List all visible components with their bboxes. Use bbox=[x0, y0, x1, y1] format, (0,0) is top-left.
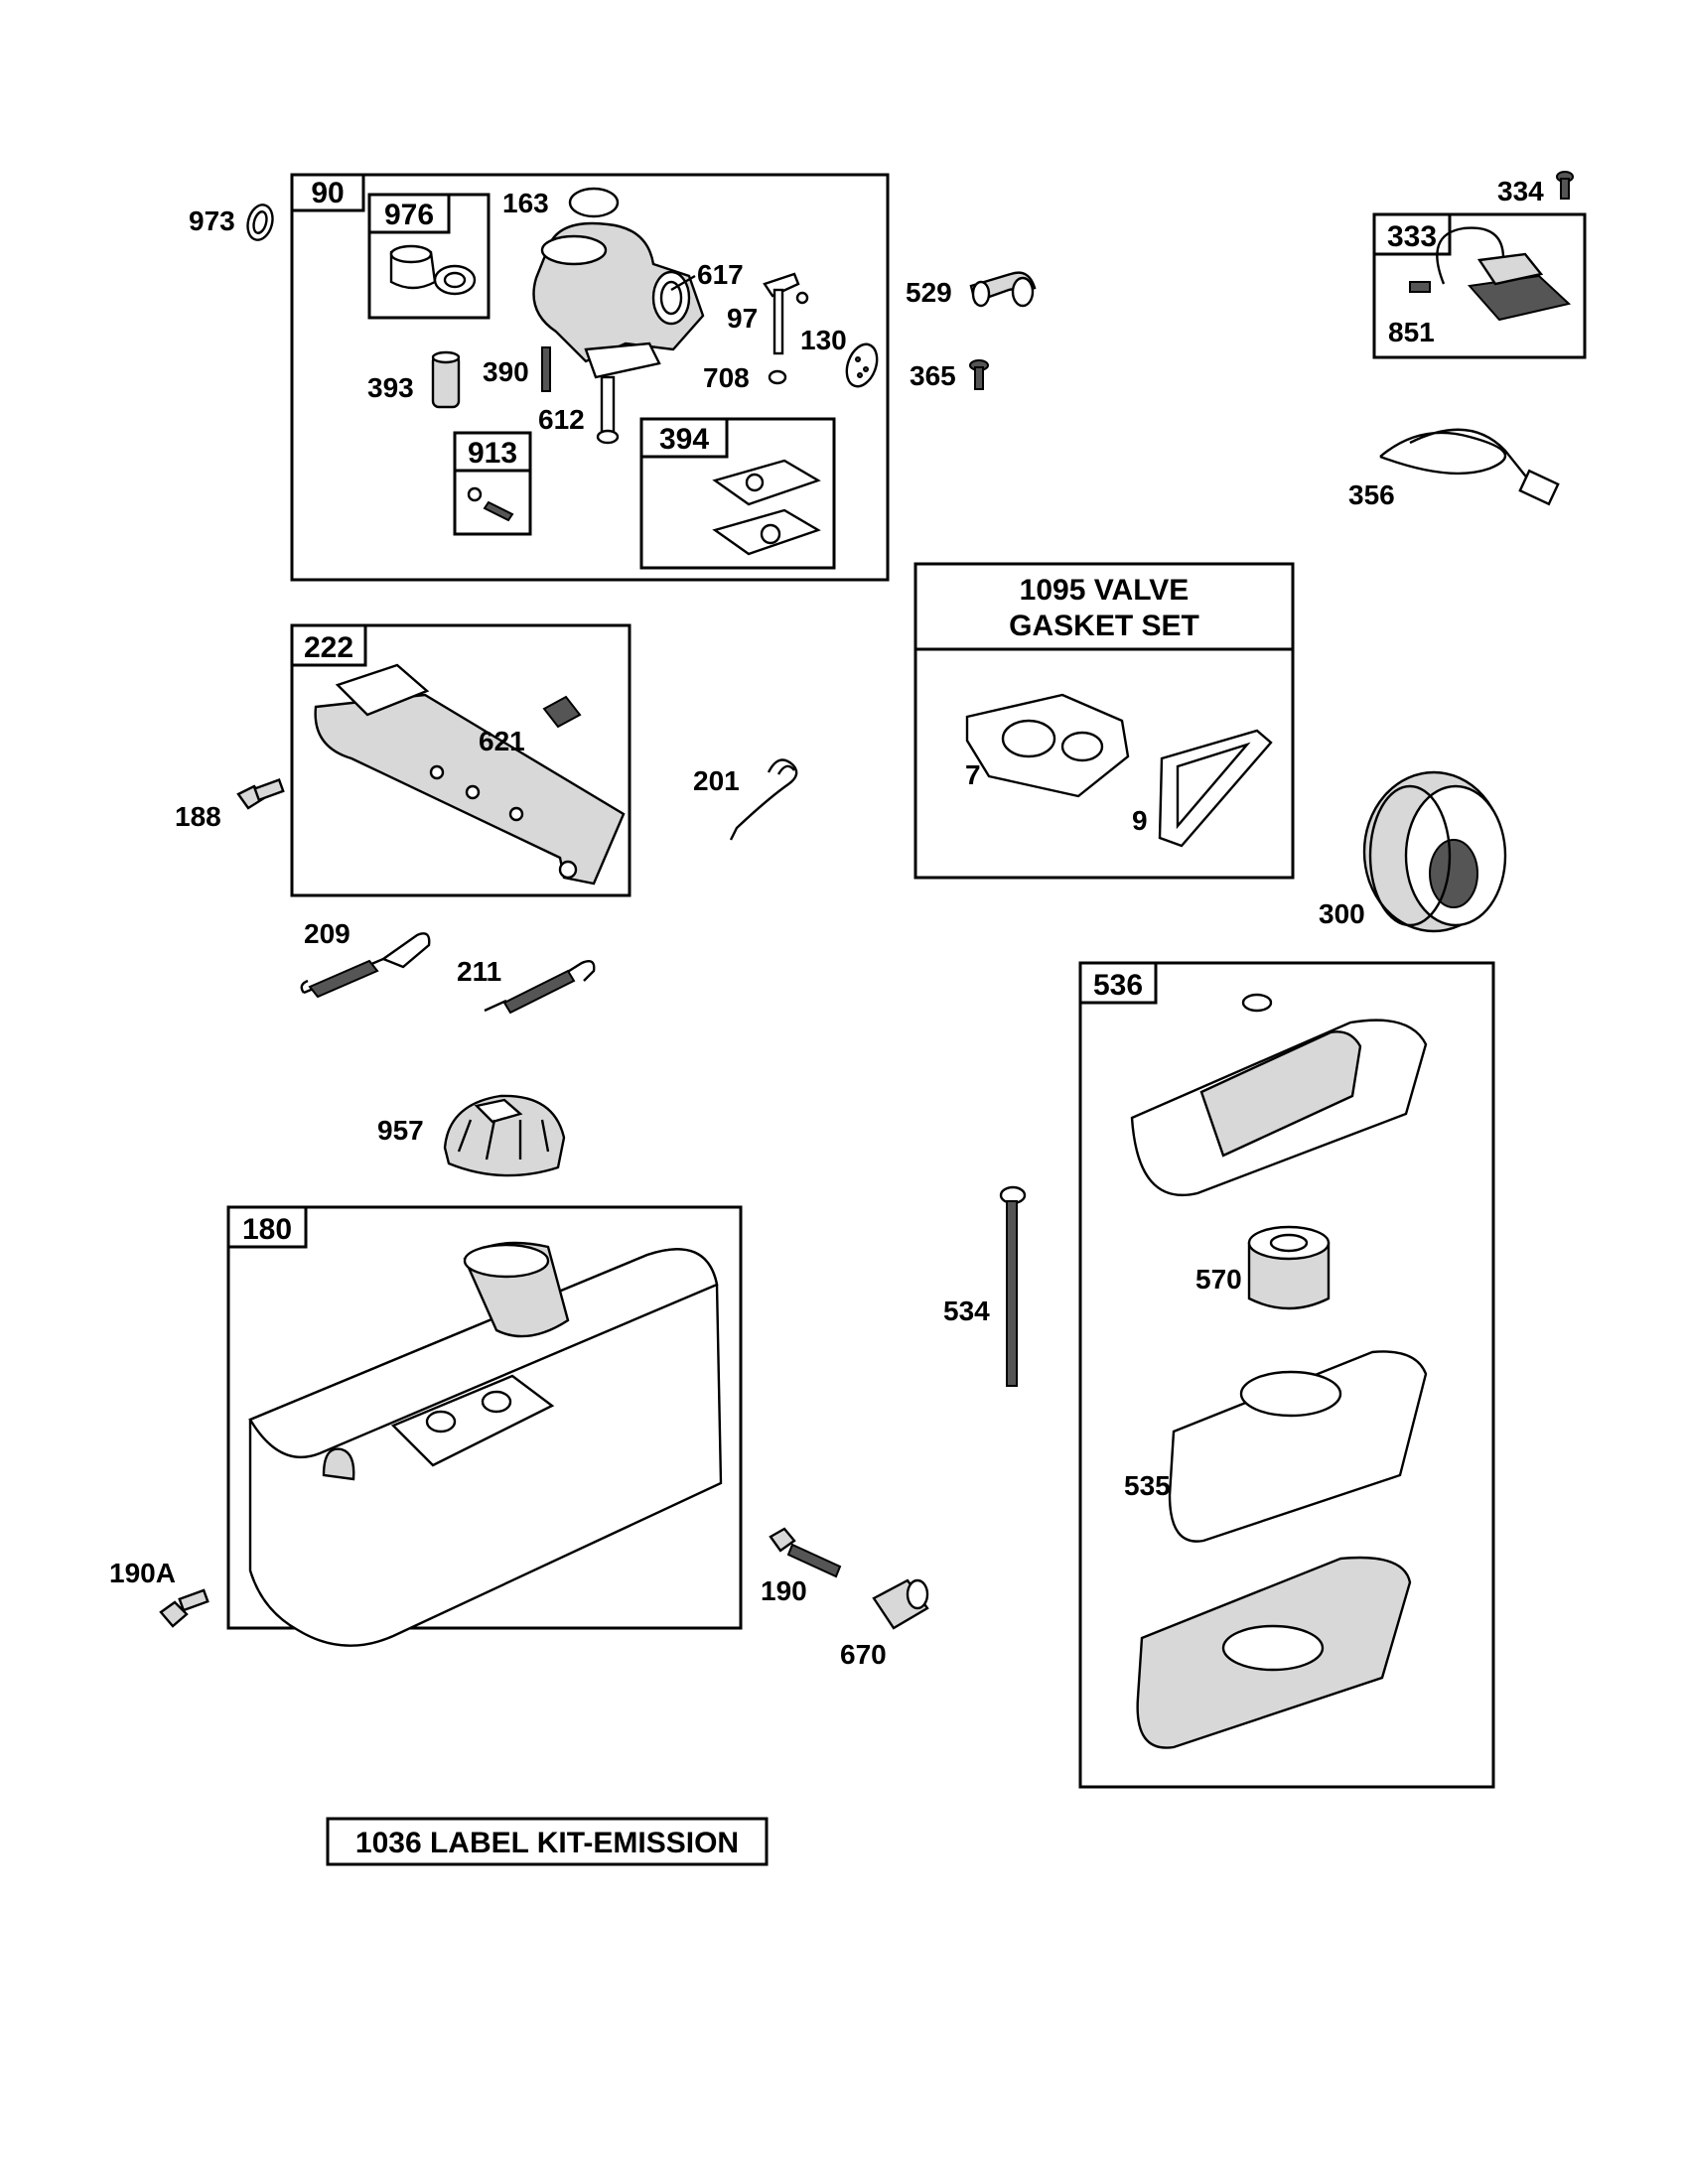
group-536-label: 536 bbox=[1093, 969, 1143, 1002]
wire-356 bbox=[1379, 428, 1560, 506]
callout-356: 356 bbox=[1348, 479, 1395, 510]
callout-97: 97 bbox=[727, 303, 758, 334]
washer-708 bbox=[768, 369, 787, 385]
bowl-393 bbox=[431, 350, 461, 409]
group-90-label: 90 bbox=[311, 177, 344, 209]
screw-334 bbox=[1556, 171, 1574, 200]
callout-163: 163 bbox=[502, 188, 549, 218]
callout-188: 188 bbox=[175, 801, 221, 832]
bolt-188 bbox=[236, 778, 285, 810]
callout-529: 529 bbox=[906, 277, 952, 308]
callout-612: 612 bbox=[538, 404, 585, 435]
callout-535: 535 bbox=[1124, 1470, 1171, 1501]
plate-130 bbox=[845, 342, 879, 388]
throttle-shaft bbox=[763, 272, 809, 355]
callout-393: 393 bbox=[367, 372, 414, 403]
callout-201: 201 bbox=[693, 765, 740, 796]
spring-211 bbox=[484, 960, 596, 1015]
group-90-carburetor: 90 976 bbox=[290, 173, 890, 582]
callout-617: 617 bbox=[697, 259, 744, 290]
group-333-label: 333 bbox=[1387, 220, 1437, 253]
callout-190A: 190A bbox=[109, 1558, 176, 1588]
callout-300: 300 bbox=[1319, 898, 1365, 929]
bolt-190A bbox=[159, 1588, 210, 1628]
group-180-fuel-tank: 180 bbox=[226, 1205, 743, 1647]
callout-7: 7 bbox=[965, 759, 981, 790]
spring-209 bbox=[300, 932, 431, 999]
callout-211: 211 bbox=[457, 956, 501, 987]
callout-708: 708 bbox=[703, 362, 750, 393]
bolt-190 bbox=[769, 1527, 842, 1578]
callout-851: 851 bbox=[1388, 317, 1435, 347]
group-536-air-cleaner: 536 bbox=[1078, 961, 1495, 1789]
label-kit-emission-text: 1036 LABEL KIT-EMISSION bbox=[355, 1827, 739, 1859]
group-222-label: 222 bbox=[304, 631, 353, 664]
group-976-label: 976 bbox=[384, 199, 434, 231]
elbow-529 bbox=[969, 271, 1037, 308]
callout-973: 973 bbox=[189, 205, 235, 236]
callout-334: 334 bbox=[1497, 176, 1544, 206]
valve-gasket-set-box: 1095 VALVE GASKET SET bbox=[913, 562, 1295, 880]
screw-spring-913 bbox=[467, 486, 514, 522]
callout-130: 130 bbox=[800, 325, 847, 355]
callout-534: 534 bbox=[943, 1296, 990, 1326]
group-180-label: 180 bbox=[242, 1213, 292, 1246]
group-333-armature: 333 bbox=[1372, 212, 1587, 359]
callout-190: 190 bbox=[761, 1575, 807, 1606]
diaphragm-kit-394 bbox=[712, 459, 821, 556]
callout-9: 9 bbox=[1132, 805, 1148, 836]
pin-390 bbox=[541, 346, 551, 392]
callout-570: 570 bbox=[1195, 1264, 1242, 1295]
spring-clip-201 bbox=[729, 758, 798, 841]
valve-gasket-title-line1: 1095 VALVE bbox=[1020, 574, 1190, 607]
callout-209: 209 bbox=[304, 918, 351, 949]
choke-shaft-parts bbox=[389, 244, 477, 296]
label-kit-emission-box: 1036 LABEL KIT-EMISSION bbox=[326, 1817, 769, 1866]
screw-365 bbox=[969, 359, 989, 390]
group-913-label: 913 bbox=[468, 437, 517, 470]
callout-365: 365 bbox=[910, 360, 956, 391]
callout-957: 957 bbox=[377, 1115, 424, 1146]
spacer-670 bbox=[872, 1578, 929, 1630]
callout-621: 621 bbox=[479, 726, 525, 756]
carburetor-body bbox=[532, 187, 705, 445]
long-bolt-534 bbox=[999, 1185, 1027, 1387]
callout-390: 390 bbox=[483, 356, 529, 387]
callout-670: 670 bbox=[840, 1639, 887, 1670]
part-300-starter-cup bbox=[1362, 770, 1507, 933]
valve-gasket-title-line2: GASKET SET bbox=[1009, 610, 1199, 642]
group-222-bracket: 222 bbox=[290, 623, 632, 897]
fuel-cap-957 bbox=[443, 1094, 566, 1177]
group-394-label: 394 bbox=[659, 423, 709, 456]
